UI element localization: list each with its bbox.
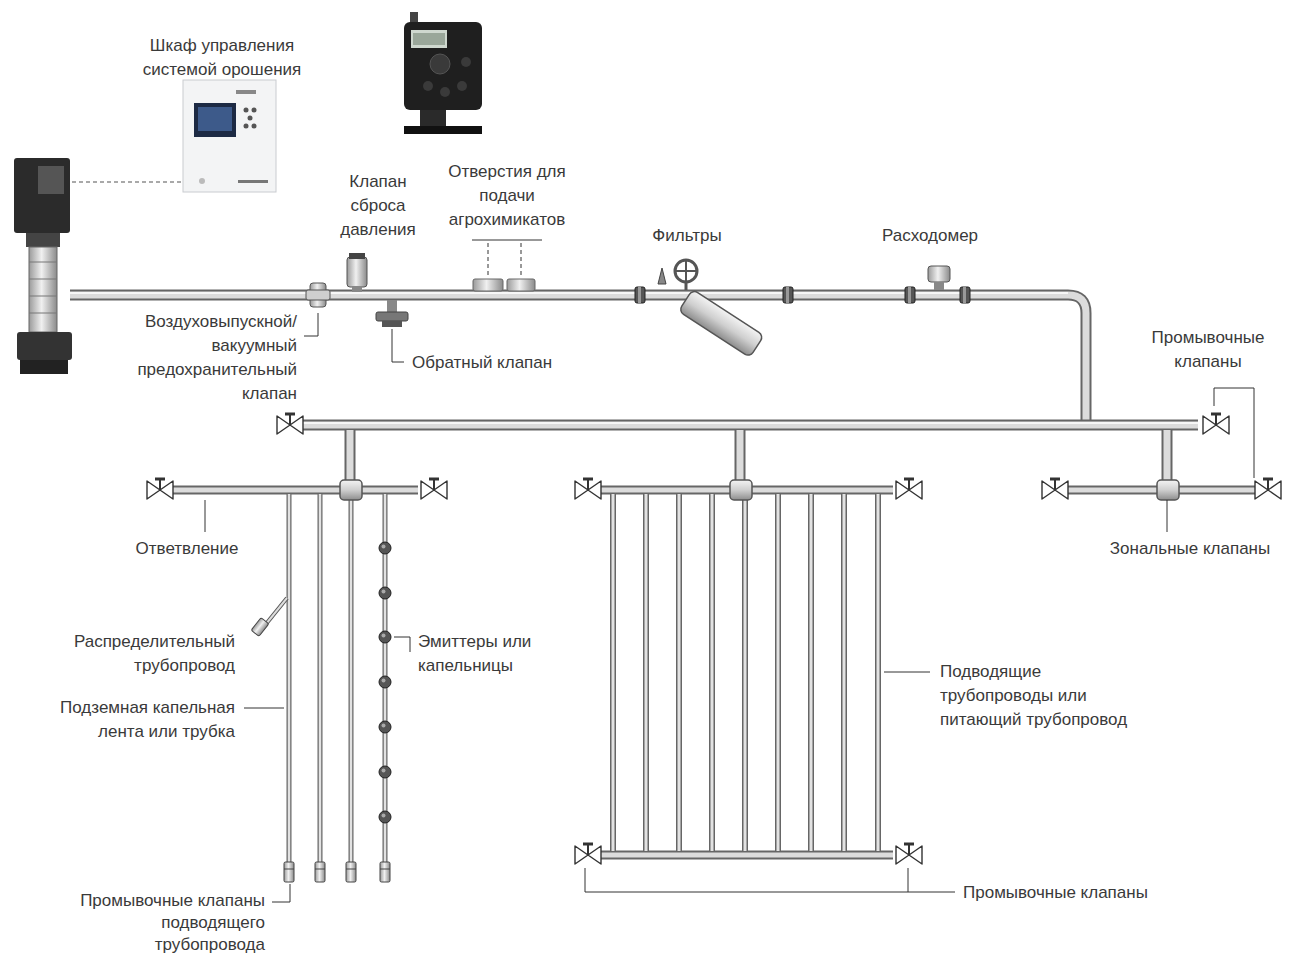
flow-meter bbox=[928, 266, 950, 290]
filter-figure bbox=[658, 260, 764, 357]
callout-label: Ответвление bbox=[117, 537, 257, 561]
control-cabinet bbox=[183, 80, 276, 192]
pump-figure bbox=[14, 158, 72, 374]
callout-label: Клапан сброса давления bbox=[328, 170, 428, 242]
callout-label: Расходомер bbox=[870, 224, 990, 248]
callout-label: Распределительный трубопровод bbox=[55, 630, 235, 678]
pipe-network bbox=[70, 293, 1256, 862]
callout-label: Промывочные клапаны подводящего трубопро… bbox=[70, 890, 265, 956]
callout-label: Обратный клапан bbox=[412, 351, 572, 375]
air-vacuum-valve bbox=[306, 283, 330, 307]
callout-label: Промывочные клапаны bbox=[963, 881, 1203, 905]
callout-label: Фильтры bbox=[627, 224, 747, 248]
leader-lines bbox=[205, 240, 1254, 902]
callout-label: Отверстия для подачи агрохимикатов bbox=[432, 160, 582, 232]
check-valve bbox=[376, 300, 408, 327]
distribution-pipe-piece bbox=[251, 598, 287, 636]
callout-label: Эмиттеры или капельницы bbox=[418, 630, 558, 678]
callout-label: Подводящие трубопроводы или питающий тру… bbox=[940, 660, 1130, 732]
callout-label: Шкаф управления системой орошения bbox=[132, 34, 312, 82]
callout-label: Зональные клапаны bbox=[1100, 537, 1280, 561]
dosing-pump bbox=[404, 12, 482, 134]
callout-label: Воздуховыпускной/ вакуумный предохраните… bbox=[127, 310, 297, 406]
callout-label: Подземная капельная лента или трубка bbox=[55, 696, 235, 744]
chemical-ports bbox=[473, 279, 535, 291]
callout-label: Промывочные клапаны bbox=[1133, 326, 1283, 374]
pressure-relief-valve bbox=[347, 253, 367, 292]
